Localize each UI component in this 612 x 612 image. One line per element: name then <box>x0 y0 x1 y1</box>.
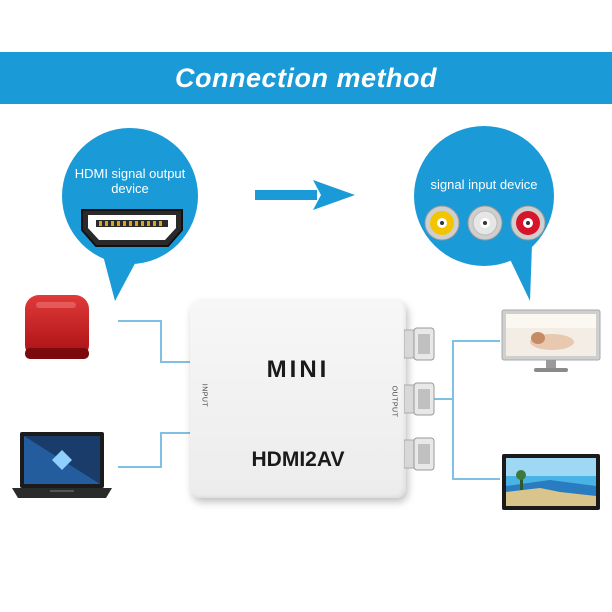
input-line-bottom-v <box>160 432 162 468</box>
signal-input-bubble: signal input device <box>408 126 568 306</box>
adapter-input-label: INPUT <box>200 383 208 408</box>
input-line-top-h2 <box>160 361 190 363</box>
set-top-box-icon <box>22 292 92 362</box>
hdmi-source-bubble: HDMI signal output device <box>60 126 210 306</box>
rca-yellow-jack <box>424 205 460 241</box>
monitor-icon <box>500 308 602 376</box>
input-line-top-v <box>160 320 162 362</box>
right-arrow-icon <box>255 180 355 210</box>
output-line-h <box>434 398 454 400</box>
page-title: Connection method <box>175 63 437 93</box>
input-line-bottom-h <box>118 466 162 468</box>
rca-jacks-icon <box>424 205 546 241</box>
hdmi2av-adapter: INPUT OUTPUT MINI HDMI2AV <box>190 300 406 498</box>
output-line-v <box>452 340 454 480</box>
adapter-model: HDMI2AV <box>251 448 345 471</box>
adapter-brand: MINI <box>266 356 330 383</box>
laptop-icon <box>10 430 114 500</box>
hdmi-port-icon <box>81 209 183 247</box>
tv-icon <box>500 452 602 514</box>
rca-red-jack <box>510 205 546 241</box>
rca-white-jack <box>467 205 503 241</box>
adapter-rca-connectors <box>404 327 435 471</box>
output-line-top <box>452 340 500 342</box>
output-line-bottom <box>452 478 500 480</box>
adapter-output-label: OUTPUT <box>390 385 398 418</box>
input-line-top-h <box>118 320 162 322</box>
signal-input-label: signal input device <box>430 177 538 192</box>
input-line-bottom-h2 <box>160 432 190 434</box>
hdmi-source-label: HDMI signal output device <box>74 166 186 196</box>
header-banner: Connection method <box>0 52 612 104</box>
